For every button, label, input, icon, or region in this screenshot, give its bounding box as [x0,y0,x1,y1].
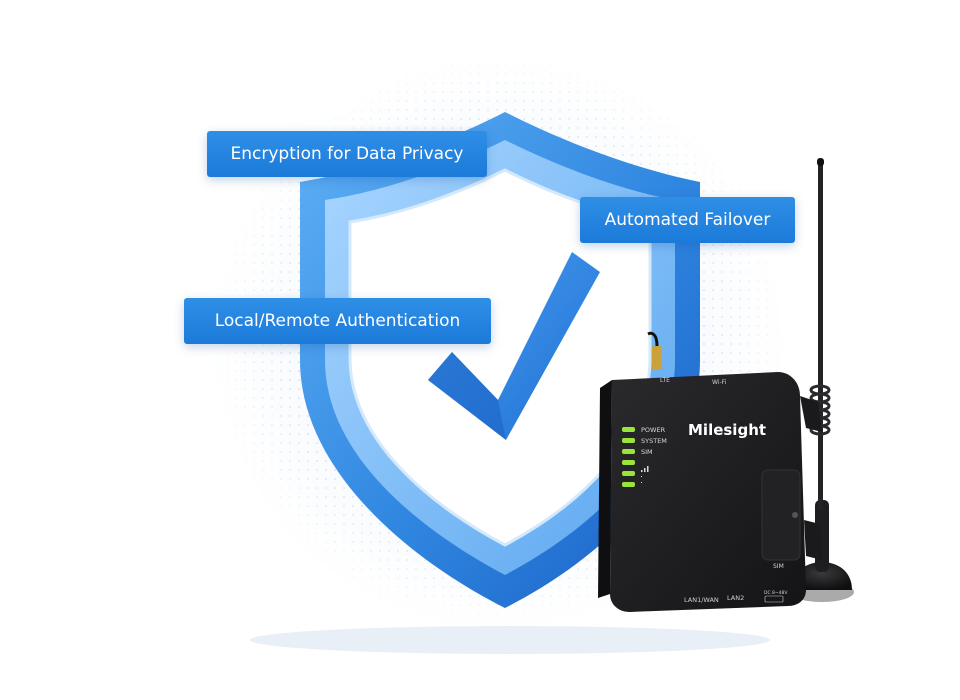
brand-logo: Milesight [688,421,766,439]
sim-label: SIM [773,563,784,570]
feature-label-encryption: Encryption for Data Privacy [207,131,487,177]
power-label: DC 8~48V [764,590,788,596]
antenna-icon [790,158,854,602]
feature-label-authentication: Local/Remote Authentication [184,298,491,344]
port-label-lan2: LAN2 [727,594,744,602]
led-indicators [622,427,635,487]
check-mark-icon [428,252,600,440]
feature-label-failover: Automated Failover [580,197,795,243]
port-label-lte: LTE [660,377,670,384]
port-label-lan1-wan: LAN1/WAN [684,596,719,604]
led-label-system: SYSTEM [641,437,667,445]
port-label-wifi: Wi-Fi [712,379,727,386]
power-port [764,595,784,603]
sim-slot [761,469,801,561]
led-label-sim: SIM [641,448,653,456]
router-device: Milesight LTE Wi-Fi POWER SYSTEM SIM LAN… [598,331,822,612]
signal-strength-icon [641,466,649,483]
led-label-power: POWER [641,426,666,434]
floor-shadow [250,626,770,654]
lte-connector [652,346,662,370]
